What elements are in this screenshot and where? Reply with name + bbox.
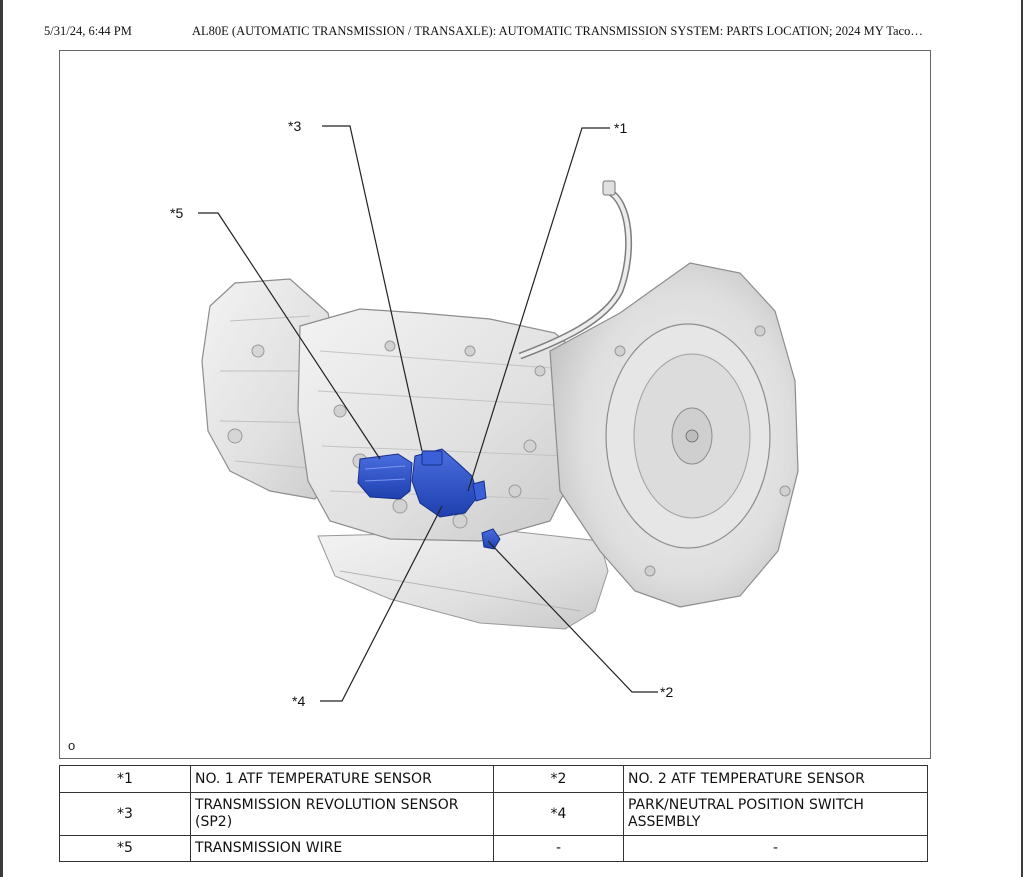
legend-code: *4 [493, 792, 624, 836]
page-left-edge [0, 0, 3, 877]
legend-description: TRANSMISSION WIRE [190, 835, 494, 862]
table-row: *3 TRANSMISSION REVOLUTION SENSOR (SP2) … [59, 792, 928, 836]
parts-location-figure: *3 *1 *5 *4 *2 o [59, 50, 931, 759]
callout-3: *3 [288, 118, 301, 134]
transmission-illustration: *3 *1 *5 *4 *2 [170, 118, 799, 709]
figure-code: o [68, 738, 76, 753]
callout-5: *5 [170, 205, 183, 221]
legend-code: - [493, 835, 624, 862]
revolution-sensor-and-pnp-switch [411, 448, 487, 518]
print-date: 5/31/24, 6:44 PM [44, 24, 132, 38]
transmission-wire-connector [357, 453, 413, 500]
legend-description: NO. 1 ATF TEMPERATURE SENSOR [190, 765, 494, 793]
legend-code: *2 [493, 765, 624, 793]
callout-2: *2 [660, 684, 673, 700]
legend-code: *5 [59, 835, 191, 862]
table-row: *5 TRANSMISSION WIRE - - [59, 835, 928, 862]
legend-description: TRANSMISSION REVOLUTION SENSOR (SP2) [190, 792, 494, 836]
callout-4: *4 [292, 693, 305, 709]
page-right-edge [1021, 0, 1023, 877]
callout-1: *1 [614, 120, 627, 136]
legend-description: PARK/NEUTRAL POSITION SWITCH ASSEMBLY [623, 792, 928, 836]
legend-code: *1 [59, 765, 191, 793]
parts-legend-table: *1 NO. 1 ATF TEMPERATURE SENSOR *2 NO. 2… [59, 765, 928, 862]
atf-temp-sensor-2 [481, 528, 501, 550]
legend-description: NO. 2 ATF TEMPERATURE SENSOR [623, 765, 928, 793]
oil-pan [317, 530, 609, 630]
legend-code: *3 [59, 792, 191, 836]
page-title: AL80E (AUTOMATIC TRANSMISSION / TRANSAXL… [192, 24, 923, 38]
legend-description: - [623, 835, 928, 862]
table-row: *1 NO. 1 ATF TEMPERATURE SENSOR *2 NO. 2… [59, 765, 928, 793]
